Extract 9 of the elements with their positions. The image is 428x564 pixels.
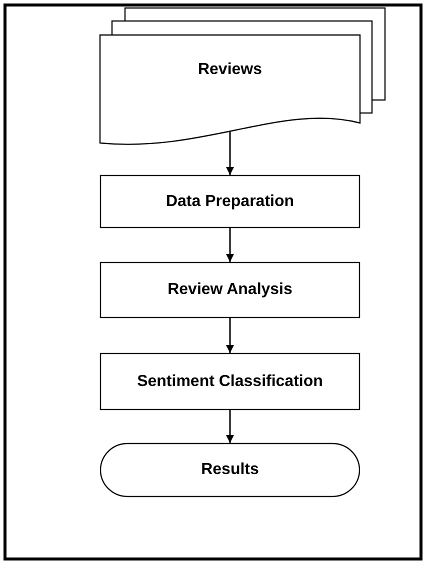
arrow [226, 129, 234, 175]
node-label: Reviews [196, 60, 264, 80]
node-label: Review Analysis [166, 280, 294, 300]
node-label: Results [200, 460, 260, 480]
node-label: Data Preparation [164, 192, 296, 212]
arrow [226, 410, 234, 443]
arrow [226, 228, 234, 262]
arrow [226, 318, 234, 353]
node-label: Sentiment Classification [136, 372, 324, 392]
